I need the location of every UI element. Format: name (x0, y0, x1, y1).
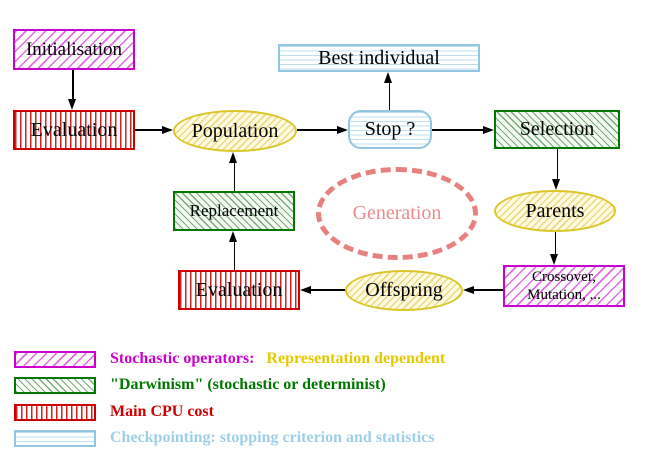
arrow-eval-to-replacement-head (229, 231, 237, 242)
node-best-individual: Best individual (278, 44, 480, 72)
node-replacement: Replacement (173, 191, 295, 231)
arrow-stop-to-selection-line (432, 129, 485, 131)
node-crossover-mutation: Crossover, Mutation, ... (503, 265, 625, 307)
legend-label-checkpointing: Checkpointing: stopping criterion and st… (110, 429, 435, 446)
node-stop-label: Stop ? (364, 118, 416, 140)
legend-swatch-cyan-stripes (14, 429, 96, 447)
legend-swatch-magenta-hatch (14, 350, 96, 368)
node-population-label: Population (191, 119, 279, 142)
node-replacement-label: Replacement (189, 201, 279, 221)
arrow-stop-to-best-head (384, 72, 392, 83)
arrow-population-to-stop-line (297, 129, 339, 131)
node-selection-label: Selection (519, 118, 595, 140)
crossover-line2: Mutation, ... (527, 287, 601, 303)
legend-label-cpu-cost: Main CPU cost (110, 403, 214, 420)
node-offspring-label: Offspring (365, 279, 443, 301)
arrow-init-to-eval-head (67, 99, 76, 110)
node-best-individual-label: Best individual (318, 46, 440, 69)
arrow-parents-to-crossover-line (554, 232, 556, 255)
arrow-replacement-to-population-line (233, 163, 235, 191)
arrow-offspring-to-eval-head (300, 285, 311, 294)
node-population: Population (173, 110, 297, 152)
legend-item-cpu-cost: Main CPU cost (14, 403, 214, 421)
arrow-offspring-to-eval-line (311, 289, 345, 291)
node-generation-dashed-ellipse: Generation (316, 167, 478, 260)
arrow-parents-to-crossover-head (550, 254, 558, 265)
node-evaluation-bottom-label: Evaluation (195, 278, 283, 301)
arrow-crossover-to-offspring-line (474, 289, 503, 291)
node-crossover-mutation-label: Crossover, Mutation, ... (527, 268, 601, 304)
arrow-selection-to-parents-head (552, 179, 560, 190)
legend-item-checkpointing: Checkpointing: stopping criterion and st… (14, 429, 434, 447)
node-selection: Selection (494, 110, 620, 149)
legend-label-stochastic-part2: Representation dependent (266, 350, 446, 367)
node-parents-label: Parents (525, 199, 585, 222)
arrow-population-to-stop-head (337, 125, 348, 134)
node-evaluation-top-label: Evaluation (30, 118, 118, 141)
node-initialisation: Initialisation (13, 29, 135, 70)
legend-label-stochastic: Stochastic operators: Representation dep… (110, 350, 445, 368)
node-parents: Parents (494, 190, 616, 232)
arrow-eval-to-population-head (162, 125, 173, 134)
node-generation-label: Generation (352, 202, 442, 224)
arrow-init-to-eval-line (72, 70, 74, 100)
node-stop: Stop ? (348, 110, 432, 149)
legend-item-stochastic: Stochastic operators: Representation dep… (14, 350, 445, 368)
arrow-stop-to-best-line (388, 82, 390, 110)
node-offspring: Offspring (345, 270, 463, 311)
crossover-line1: Crossover, (532, 269, 596, 285)
legend-swatch-green-hatch (14, 376, 96, 394)
legend-item-darwinism: "Darwinism" (stochastic or determinist) (14, 376, 386, 394)
node-initialisation-label: Initialisation (25, 38, 123, 60)
arrow-replacement-to-population-head (229, 152, 237, 163)
node-evaluation-top: Evaluation (13, 110, 135, 150)
arrow-eval-to-replacement-line (233, 242, 235, 270)
legend-label-stochastic-part1: Stochastic operators: (110, 350, 255, 367)
arrow-crossover-to-offspring-head (463, 285, 474, 294)
legend-swatch-red-stripes (14, 403, 96, 421)
legend-label-darwinism: "Darwinism" (stochastic or determinist) (110, 376, 386, 393)
arrow-eval-to-population-line (135, 129, 165, 131)
node-evaluation-bottom: Evaluation (178, 270, 300, 310)
arrow-stop-to-selection-head (483, 125, 494, 134)
arrow-selection-to-parents-line (556, 149, 558, 180)
